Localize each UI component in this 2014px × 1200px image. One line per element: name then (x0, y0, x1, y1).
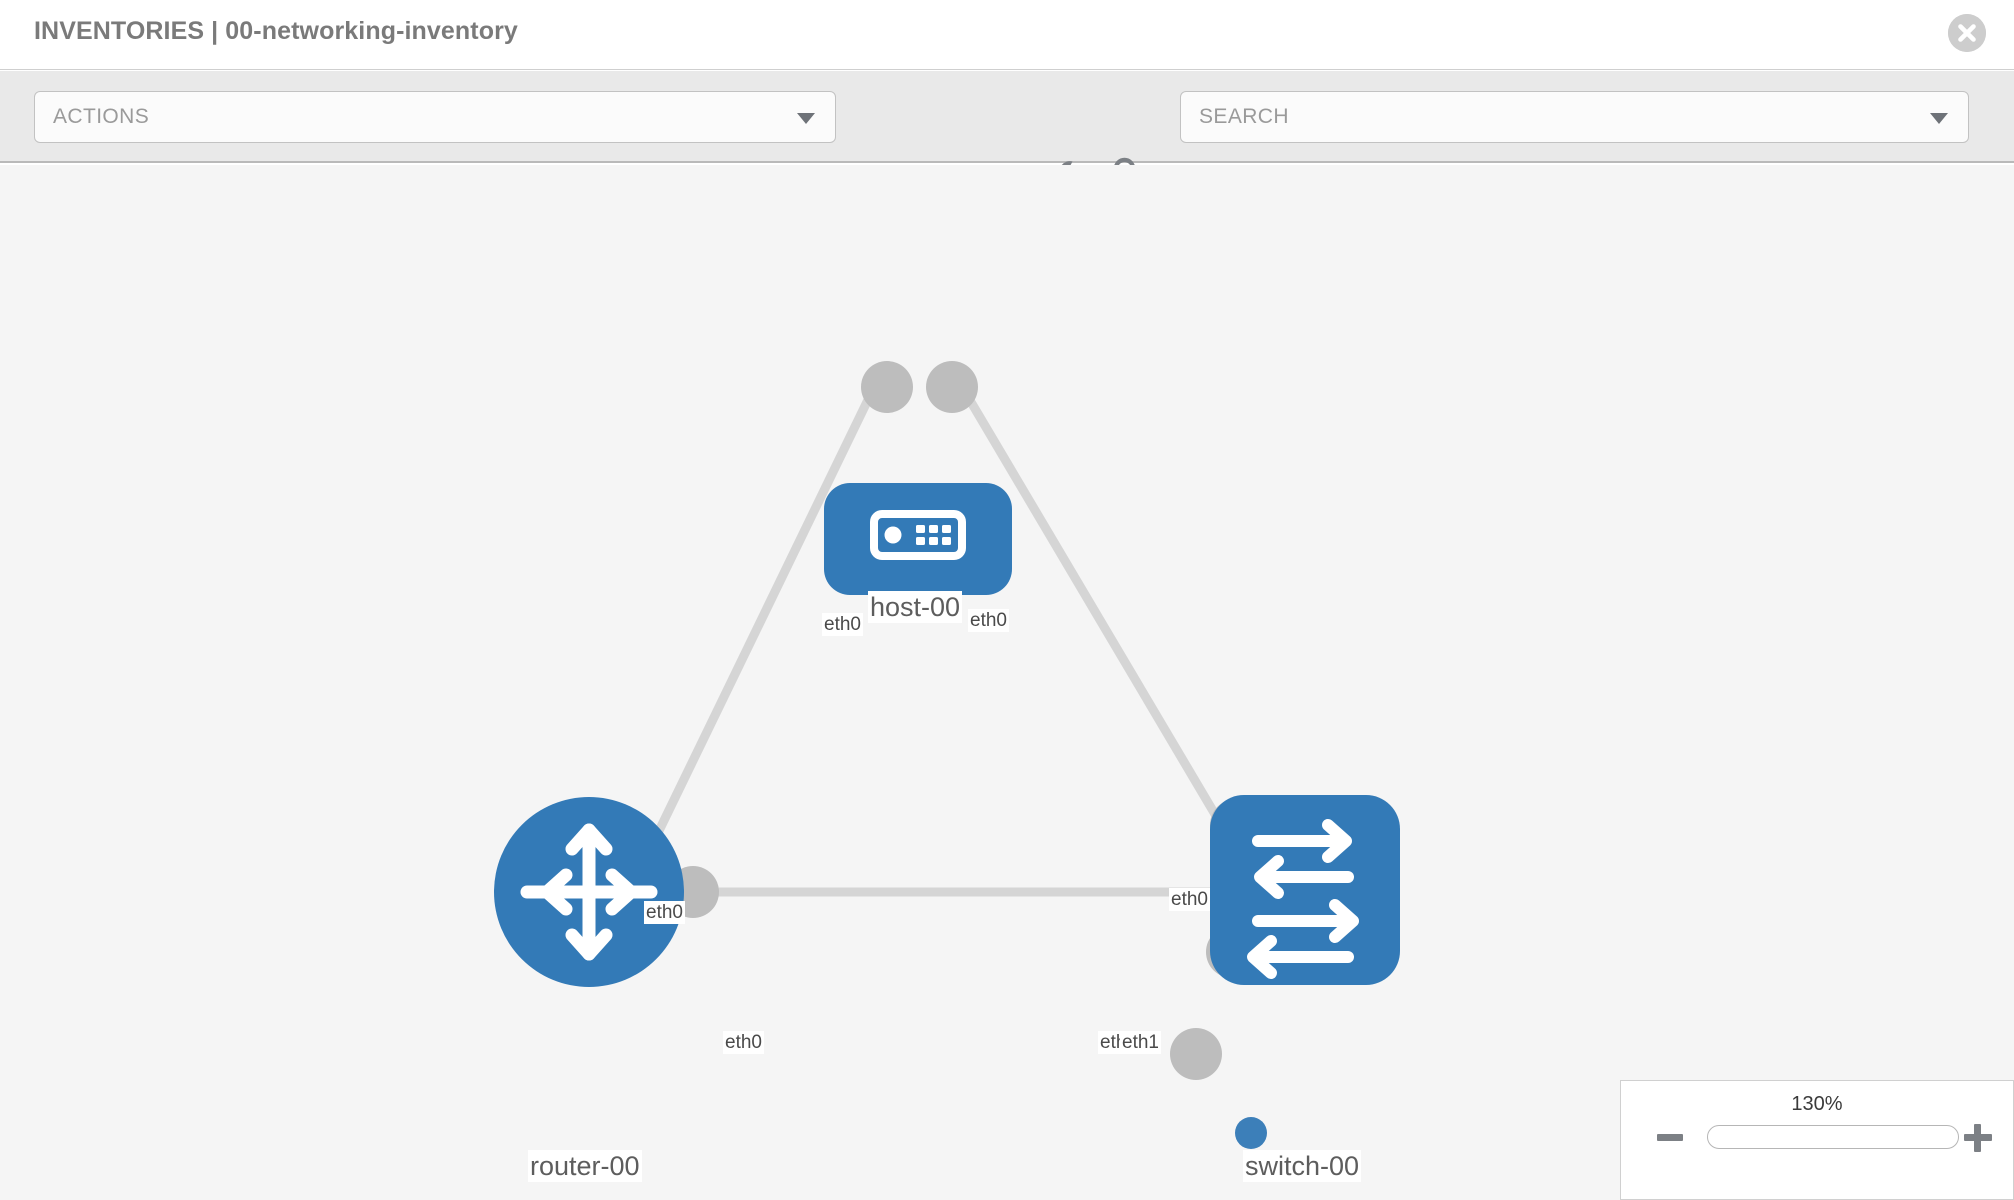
actions-dropdown-label: ACTIONS (53, 105, 150, 128)
page-title: INVENTORIES | 00-networking-inventory (34, 17, 518, 45)
zoom-slider-thumb[interactable] (1235, 1117, 1267, 1149)
topology-canvas[interactable]: host-00 router-00 switch-00 eth0 eth0 et… (0, 165, 2014, 1200)
search-placeholder: SEARCH (1199, 105, 1289, 128)
node-label-router-00: router-00 (528, 1150, 642, 1182)
plus-icon-vertical (1974, 1124, 1981, 1152)
interface-label: eth0 (968, 609, 1009, 632)
topology-graph (494, 361, 1400, 1080)
interface-label: eth1 (1120, 1031, 1161, 1054)
interface-label: eth0 (723, 1031, 764, 1054)
link-host00-switch00 (951, 372, 1249, 868)
zoom-level-value: 130% (1791, 1093, 1843, 1115)
port-circle (1170, 1028, 1222, 1080)
interface-label: eth0 (1169, 888, 1210, 911)
zoom-in-button[interactable] (1963, 1123, 1993, 1153)
node-label-switch-00: switch-00 (1243, 1150, 1362, 1182)
close-icon[interactable] (1948, 14, 1986, 52)
node-host-00 (824, 483, 1012, 595)
port-circle (861, 361, 913, 413)
minus-icon (1657, 1134, 1683, 1141)
topology-ports (667, 361, 1262, 1080)
page-header: INVENTORIES | 00-networking-inventory (0, 0, 2014, 70)
node-switch-00 (1210, 795, 1400, 985)
link-host00-router00 (635, 373, 885, 872)
chevron-down-icon (797, 113, 815, 124)
node-label-host-00: host-00 (868, 591, 963, 623)
zoom-out-button[interactable] (1655, 1123, 1685, 1153)
interface-label: eth0 (644, 901, 685, 924)
topology-links (635, 372, 1249, 897)
port-circle (926, 361, 978, 413)
server-icon (870, 510, 966, 560)
toolbar: ACTIONS SEARCH (0, 71, 2014, 193)
search-input[interactable]: SEARCH (1180, 91, 1969, 143)
zoom-slider[interactable] (1707, 1125, 1959, 1149)
zoom-control-panel: 130% (1620, 1080, 2014, 1200)
switch-arrows-icon (1247, 819, 1359, 979)
chevron-down-icon[interactable] (1930, 113, 1948, 124)
actions-dropdown[interactable]: ACTIONS (34, 91, 836, 143)
node-router-00 (494, 797, 684, 987)
interface-label: eth0 (822, 613, 863, 636)
router-arrows-icon (520, 823, 658, 961)
